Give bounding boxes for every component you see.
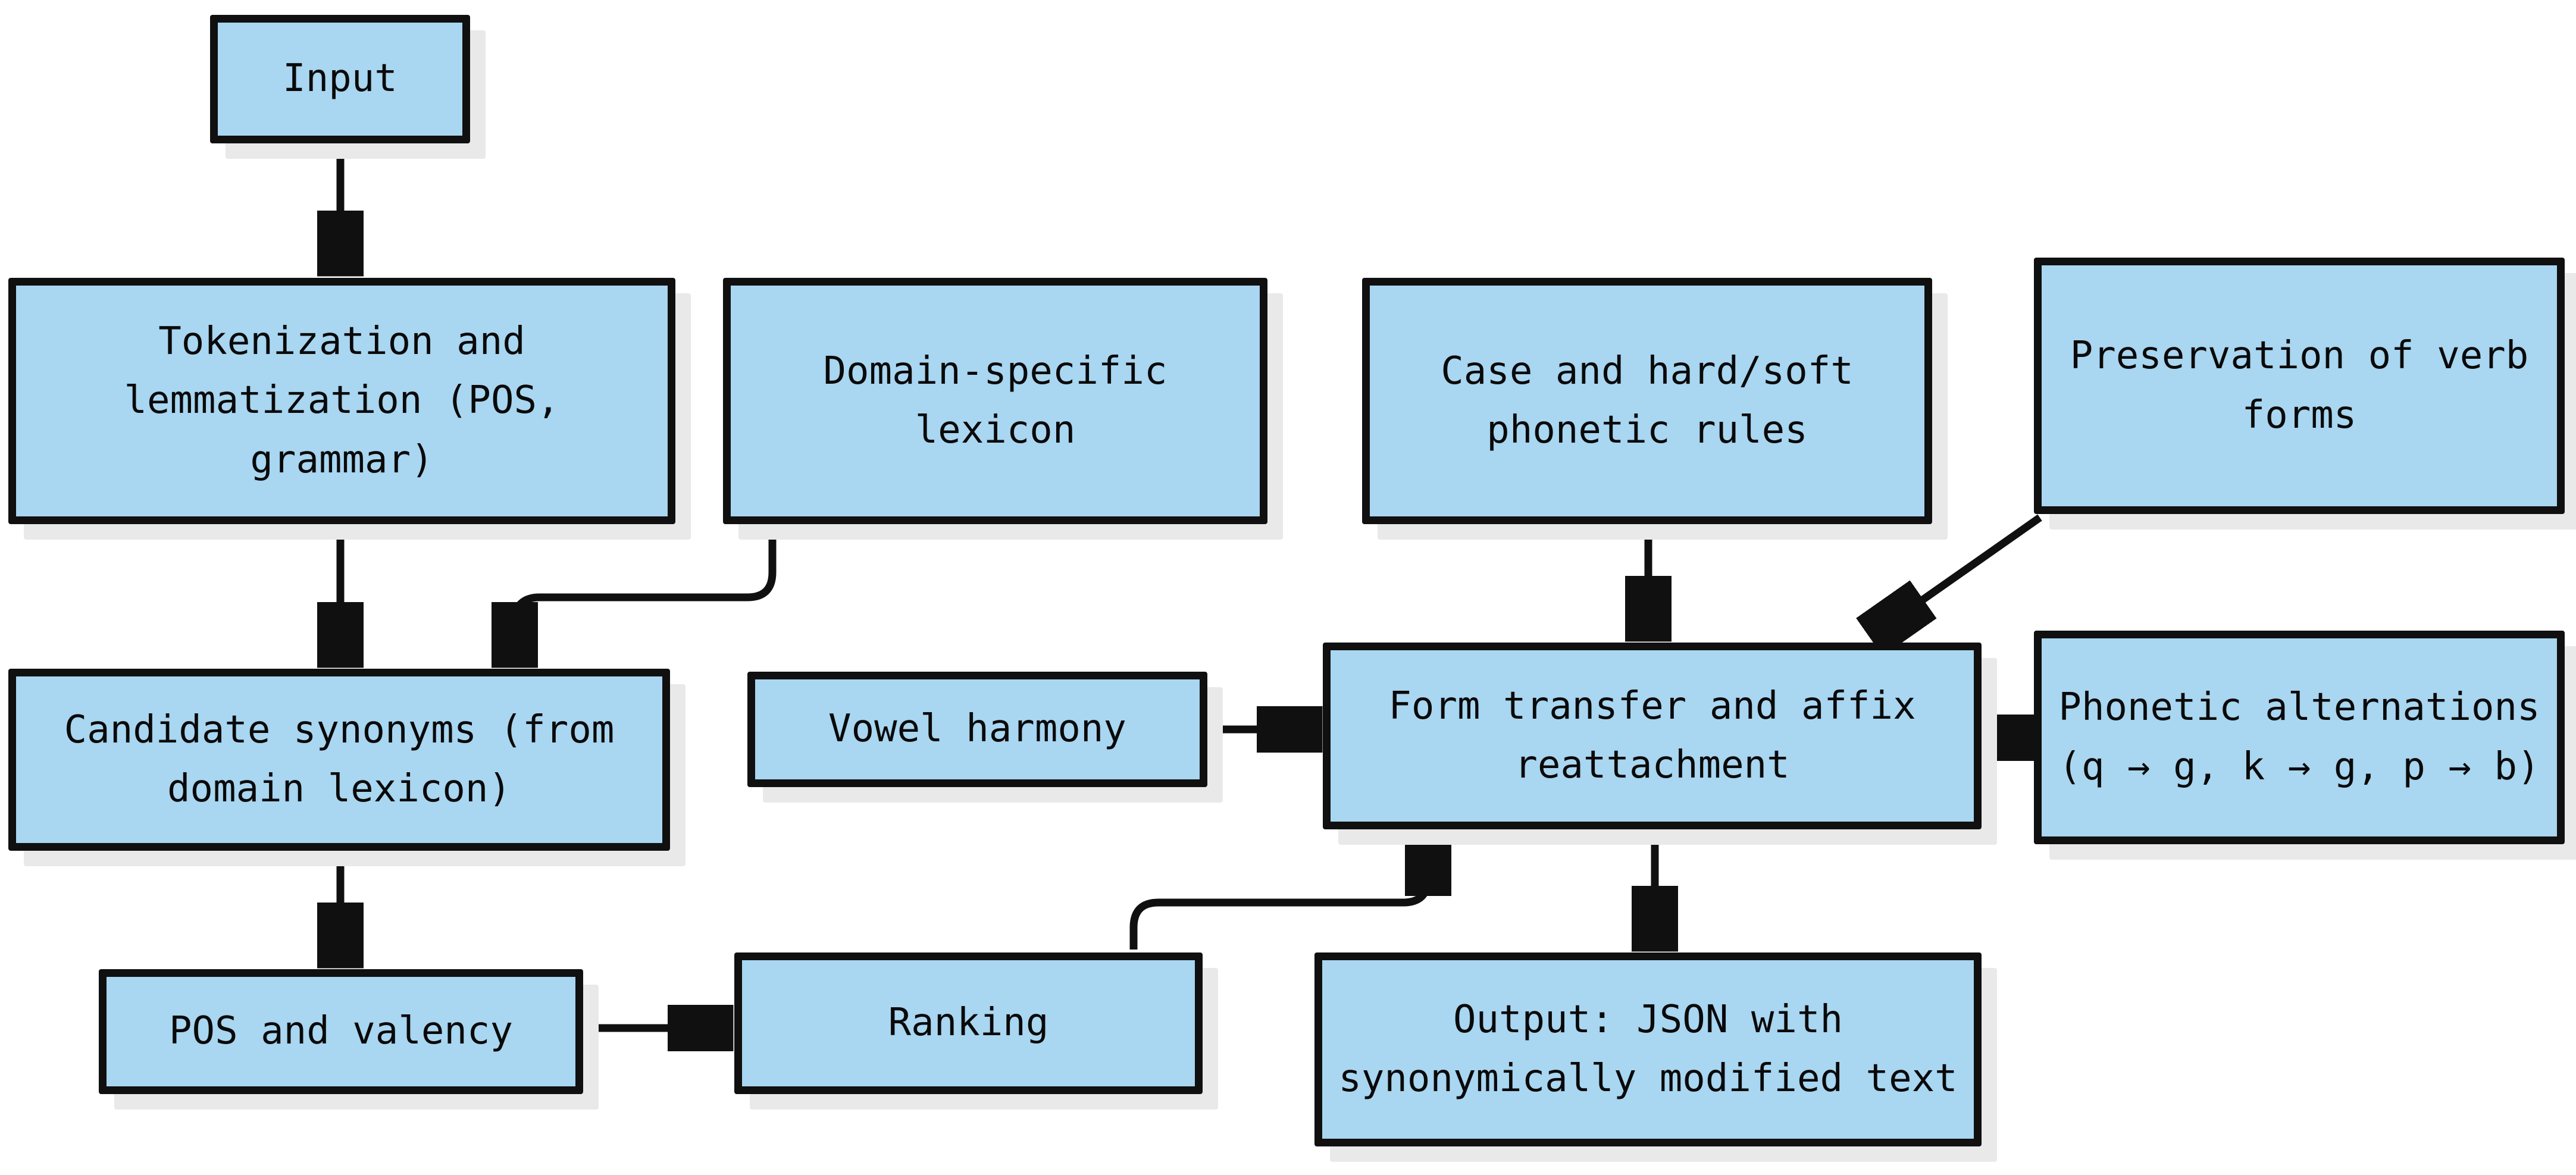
node-form-label: Form transfer and affix reattachment bbox=[1388, 684, 1916, 787]
node-ranking: Ranking bbox=[734, 952, 1203, 1094]
node-input: Input bbox=[210, 15, 470, 143]
node-case-phonetic-rules: Case and hard/soft phonetic rules bbox=[1362, 278, 1932, 524]
node-phonetic-label: Phonetic alternations (q → g, k → g, p →… bbox=[2058, 685, 2540, 789]
node-ranking-label: Ranking bbox=[888, 1001, 1049, 1045]
node-candidate-label: Candidate synonyms (from domain lexicon) bbox=[64, 707, 615, 811]
node-preservation-verb-forms: Preservation of verb forms bbox=[2034, 258, 2565, 514]
node-tokenization-lemmatization: Tokenization and lemmatization (POS, gra… bbox=[8, 278, 675, 524]
node-case-label: Case and hard/soft phonetic rules bbox=[1441, 349, 1854, 452]
node-pos-valency: POS and valency bbox=[99, 969, 583, 1094]
node-domain-label: Domain-specific lexicon bbox=[823, 349, 1168, 452]
node-form-transfer: Form transfer and affix reattachment bbox=[1323, 643, 1982, 829]
node-vowel-harmony: Vowel harmony bbox=[747, 672, 1207, 787]
node-candidate-synonyms: Candidate synonyms (from domain lexicon) bbox=[8, 669, 670, 851]
edge-domain-candidate bbox=[515, 527, 777, 654]
node-preservation-label: Preservation of verb forms bbox=[2070, 334, 2529, 437]
node-input-label: Input bbox=[283, 57, 397, 101]
edge-ranking-form bbox=[1129, 844, 1428, 950]
node-output-json: Output: JSON with synonymically modified… bbox=[1314, 952, 1982, 1146]
node-phonetic-alternations: Phonetic alternations (q → g, k → g, p →… bbox=[2034, 631, 2565, 844]
node-tokenization-label: Tokenization and lemmatization (POS, gra… bbox=[124, 319, 560, 482]
edge-preservation-form bbox=[1880, 514, 2042, 629]
node-pos-label: POS and valency bbox=[169, 1009, 513, 1054]
node-output-label: Output: JSON with synonymically modified… bbox=[1338, 997, 1958, 1101]
node-domain-specific-lexicon: Domain-specific lexicon bbox=[723, 278, 1267, 524]
node-vowel-label: Vowel harmony bbox=[828, 707, 1126, 751]
